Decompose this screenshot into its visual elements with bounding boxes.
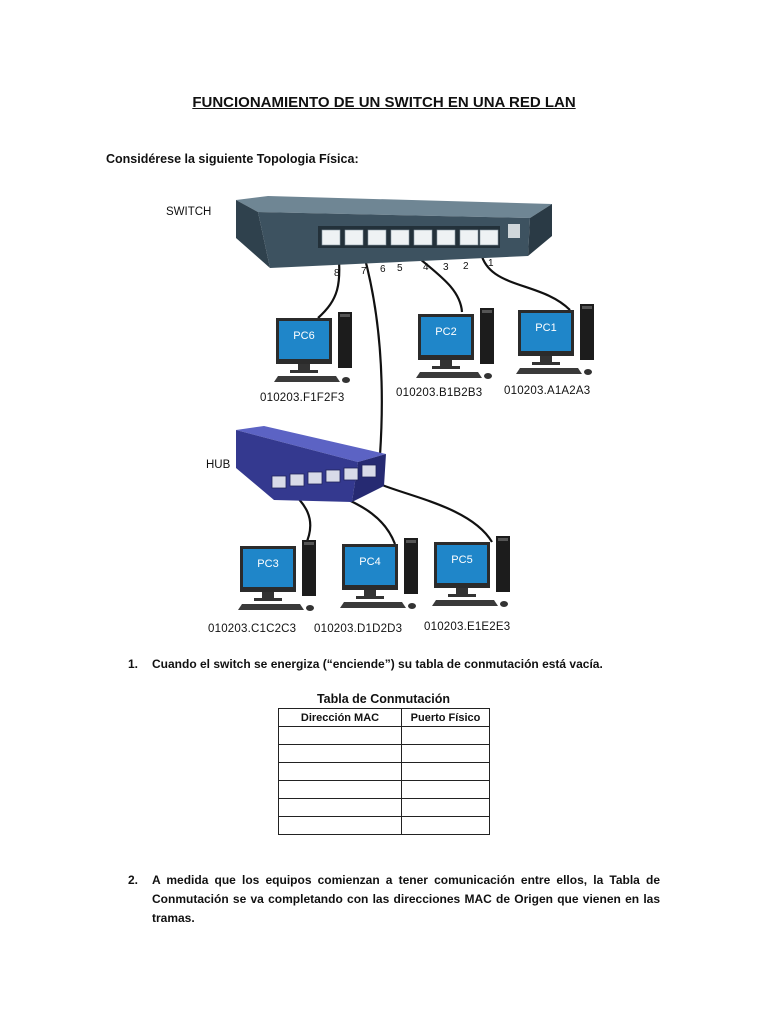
pc3-mac-address: 010203.C1C2C3	[208, 623, 297, 635]
list-item-2: 2. A medida que los equipos comienzan a …	[128, 871, 668, 931]
switching-table: Dirección MAC Puerto Físico	[278, 708, 490, 835]
switch-device	[236, 196, 552, 268]
pc2-label: PC2	[435, 326, 457, 338]
table-cell	[401, 726, 490, 745]
table-header-port: Puerto Físico	[401, 708, 490, 727]
pc5-mac-address: 010203.E1E2E3	[424, 621, 511, 633]
list-item-1: 1. Cuando el switch se energiza (“encien…	[128, 655, 668, 675]
document-title-text: FUNCIONAMIENTO DE UN SWITCH EN UNA RED L…	[192, 94, 576, 111]
port-number-8: 8	[334, 268, 340, 279]
table-cell	[278, 816, 402, 835]
hub-label: HUB	[206, 459, 231, 471]
port-number-5: 5	[397, 263, 403, 274]
pc2-mac-address: 010203.B1B2B3	[396, 387, 483, 399]
table-cell	[401, 816, 490, 835]
pc6-label: PC6	[293, 330, 315, 342]
cable-hub-uplink	[360, 247, 383, 456]
pc1-label: PC1	[535, 322, 557, 334]
port-number-1: 1	[488, 258, 494, 269]
document-title: FUNCIONAMIENTO DE UN SWITCH EN UNA RED L…	[0, 94, 768, 111]
table-cell	[401, 744, 490, 763]
table-cell	[278, 798, 402, 817]
table-cell	[278, 780, 402, 799]
intro-text: Considérese la siguiente Topologia Físic…	[106, 152, 359, 166]
pc2-computer-icon	[416, 308, 494, 379]
table-row	[278, 726, 490, 745]
table-caption: Tabla de Conmutación	[316, 692, 451, 706]
cable-pc1	[478, 247, 571, 311]
table-row	[278, 762, 490, 781]
list-item-2-text: A medida que los equipos comienzan a ten…	[152, 873, 660, 925]
table-row	[278, 780, 490, 799]
table-cell	[278, 762, 402, 781]
table-cell	[401, 780, 490, 799]
port-number-7: 7	[361, 266, 367, 277]
port-number-3: 3	[443, 262, 449, 273]
pc5-label: PC5	[451, 554, 473, 566]
table-cell	[278, 744, 402, 763]
pc6-computer-icon	[274, 312, 352, 383]
table-row	[278, 816, 490, 835]
pc4-label: PC4	[359, 556, 381, 568]
table-row	[278, 798, 490, 817]
list-item-2-number: 2.	[128, 873, 139, 887]
list-item-1-text: Cuando el switch se energiza (“enciende”…	[152, 657, 603, 671]
table-header-mac: Dirección MAC	[278, 708, 402, 727]
pc4-computer-icon	[340, 538, 418, 609]
port-number-2: 2	[463, 261, 469, 272]
pc3-label: PC3	[257, 558, 279, 570]
pc3-computer-icon	[238, 540, 316, 611]
table-cell	[401, 762, 490, 781]
pc5-computer-icon	[432, 536, 510, 607]
pc1-mac-address: 010203.A1A2A3	[504, 385, 591, 397]
port-number-4: 4	[423, 262, 429, 273]
table-header-row: Dirección MAC Puerto Físico	[278, 708, 490, 727]
pc4-mac-address: 010203.D1D2D3	[314, 623, 403, 635]
port-number-6: 6	[380, 264, 386, 275]
table-cell	[278, 726, 402, 745]
switch-label: SWITCH	[166, 206, 212, 218]
table-row	[278, 744, 490, 763]
table-cell	[401, 798, 490, 817]
pc6-mac-address: 010203.F1F2F3	[260, 392, 345, 404]
hub-device	[236, 426, 386, 502]
pc1-computer-icon	[516, 304, 594, 375]
list-item-1-number: 1.	[128, 657, 139, 671]
